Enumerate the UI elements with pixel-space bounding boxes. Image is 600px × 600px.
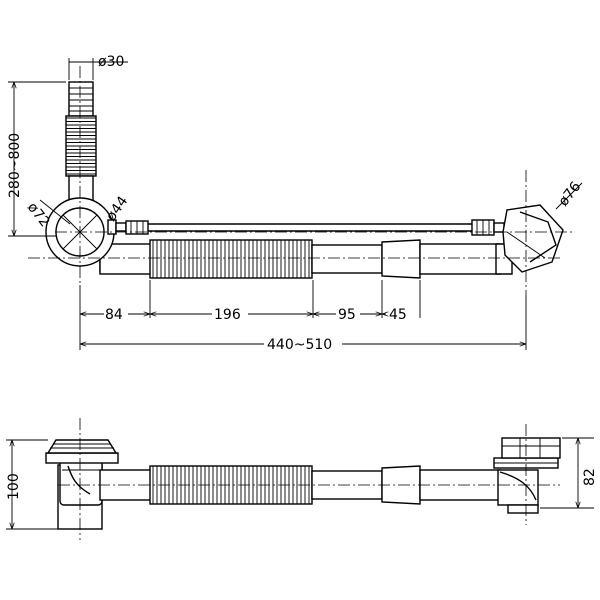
dim-height-100: 100 (6, 439, 58, 530)
label-seg-45: 45 (389, 307, 407, 323)
label-seg-84: 84 (105, 307, 123, 323)
control-rod (125, 219, 505, 236)
flexible-waste-pipe (99, 239, 501, 279)
dim-segments: 84 196 95 45 440~510 (79, 280, 527, 353)
leader-d76 (555, 182, 583, 210)
dim-vertical-range: 280~800 (7, 81, 66, 237)
dim-d30: ø30 (68, 54, 128, 80)
label-height-100: 100 (6, 473, 22, 500)
label-seg-196: 196 (214, 307, 241, 323)
top-view: ø30 280~800 ø72 ø44 ø76 84 (7, 54, 584, 353)
dim-height-82: 82 (540, 437, 598, 509)
label-height-82: 82 (582, 468, 598, 486)
label-vertical-range: 280~800 (7, 133, 23, 198)
overflow-head (495, 204, 564, 275)
side-view: 100 82 (6, 418, 598, 540)
leader-d72 (39, 199, 71, 225)
label-d30: ø30 (98, 54, 124, 70)
overflow-riser (65, 81, 97, 211)
drain-side (45, 439, 119, 530)
overflow-side (493, 437, 561, 514)
label-seg-95: 95 (338, 307, 356, 323)
label-total-range: 440~510 (267, 337, 332, 353)
